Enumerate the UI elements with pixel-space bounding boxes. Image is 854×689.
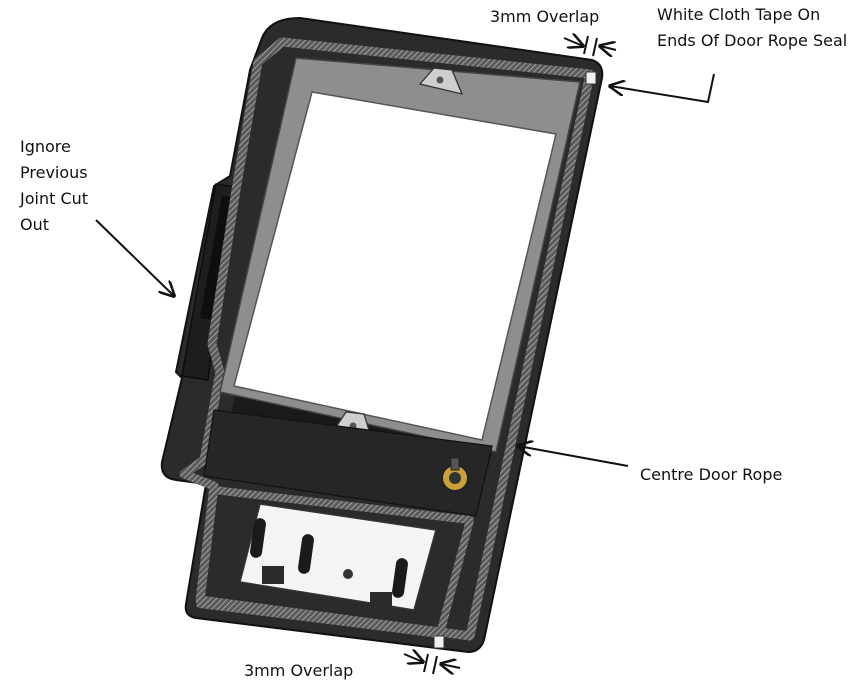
ignore-label-line-2: Previous bbox=[20, 163, 88, 182]
ignore-leader bbox=[95, 219, 174, 296]
hinge-slot bbox=[200, 196, 234, 320]
overlap-top-label: 3mm Overlap bbox=[490, 7, 600, 26]
tape-end-top bbox=[585, 71, 597, 85]
lower-panel-rope bbox=[196, 486, 474, 638]
tape-end-bottom bbox=[433, 635, 445, 649]
centre-rope-leader bbox=[518, 446, 629, 467]
tape-label-line-1: White Cloth Tape On bbox=[657, 5, 821, 24]
overlap-bottom-arrow-left bbox=[403, 654, 423, 662]
ignore-label: Ignore Previous Joint Cut Out bbox=[20, 134, 88, 238]
centre-rope-label: Centre Door Rope bbox=[640, 465, 783, 484]
overlap-bottom-label: 3mm Overlap bbox=[244, 661, 354, 680]
tape-leader bbox=[610, 73, 715, 104]
overlap-top-tick-1 bbox=[583, 35, 589, 55]
overlap-top-arrow-left bbox=[563, 38, 583, 46]
door-shelf bbox=[203, 409, 493, 517]
overlap-top-tick-2 bbox=[592, 37, 598, 57]
door-rope-seal bbox=[179, 37, 595, 641]
vent-plate bbox=[239, 503, 437, 611]
ignore-label-line-1: Ignore bbox=[20, 137, 71, 156]
overlap-bottom-tick-2 bbox=[432, 655, 438, 675]
glass-pane bbox=[233, 91, 557, 441]
tape-label: White Cloth Tape On Ends Of Door Rope Se… bbox=[657, 2, 847, 54]
ignore-label-line-4: Out bbox=[20, 215, 50, 234]
ignore-label-line-3: Joint Cut bbox=[20, 189, 89, 208]
overlap-bottom-arrow-right bbox=[441, 664, 461, 668]
overlap-top-arrow-right bbox=[600, 46, 617, 50]
tape-label-line-2: Ends Of Door Rope Seal bbox=[657, 31, 848, 50]
overlap-bottom-tick-1 bbox=[423, 653, 429, 673]
